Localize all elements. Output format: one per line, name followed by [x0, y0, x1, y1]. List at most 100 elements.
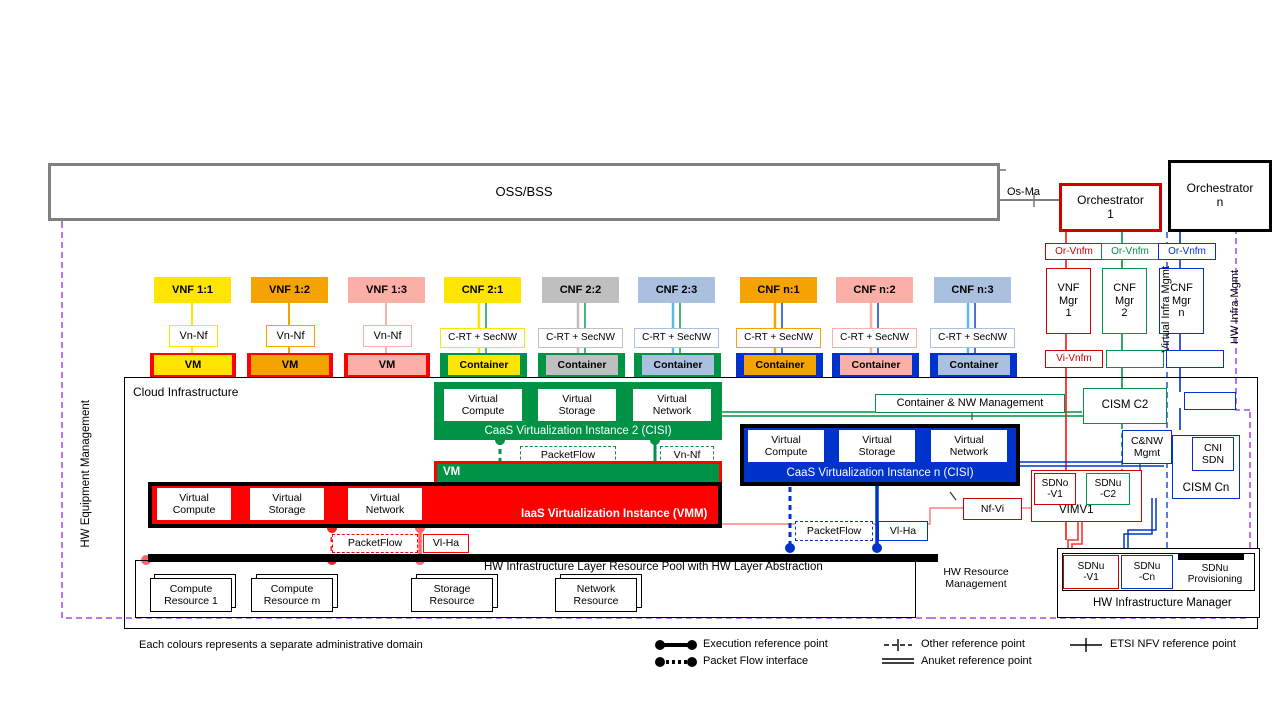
- vnf-1-1-box[interactable]: VNF 1:1: [154, 277, 231, 303]
- sdnu-v1-box[interactable]: SDNu -V1: [1063, 555, 1119, 589]
- vn-nf-rp-3[interactable]: Vn-Nf: [363, 325, 412, 347]
- network-resource-label: Network Resource: [573, 582, 619, 607]
- c-rt-secnw-rp-3[interactable]: C-RT + SecNW: [634, 328, 719, 348]
- container-5-box[interactable]: Container: [840, 355, 912, 375]
- cnf-n-2-box[interactable]: CNF n:2: [836, 277, 913, 303]
- vnf-1-3-box[interactable]: VNF 1:3: [348, 277, 425, 303]
- or-vnfm-rp-2[interactable]: Or-Vnfm: [1101, 243, 1159, 260]
- caas2-vnnf-rp[interactable]: Vn-Nf: [660, 446, 714, 465]
- container-3-box[interactable]: Container: [642, 355, 714, 375]
- cnf-2-2-label: CNF 2:2: [559, 283, 602, 296]
- caas-n-title-label: CaaS Virtualization Instance n (CISI): [786, 467, 974, 480]
- caas2-virtual-storage[interactable]: Virtual Storage: [537, 388, 617, 422]
- caasn-packetflow-rp[interactable]: PacketFlow: [795, 521, 873, 541]
- c-rt-secnw-rp-1[interactable]: C-RT + SecNW: [440, 328, 525, 348]
- sdnu-c2-label: SDNu -C2: [1094, 477, 1122, 501]
- caas2-virtual-network[interactable]: Virtual Network: [632, 388, 712, 422]
- compute-resource-m[interactable]: Compute Resource m: [251, 578, 333, 612]
- caasn-virtual-compute[interactable]: Virtual Compute: [747, 429, 825, 463]
- compute-resource-1[interactable]: Compute Resource 1: [150, 578, 232, 612]
- network-resource[interactable]: Network Resource: [555, 578, 637, 612]
- container-1-box[interactable]: Container: [448, 355, 520, 375]
- oss-bss-box[interactable]: OSS/BSS: [48, 163, 1000, 221]
- sdnu-c2-box[interactable]: SDNu -C2: [1086, 473, 1130, 505]
- caasn-virtual-storage[interactable]: Virtual Storage: [838, 429, 916, 463]
- caas2-vnnf-label: Vn-Nf: [673, 449, 701, 462]
- orchestrator-1-box[interactable]: Orchestrator 1: [1059, 183, 1162, 232]
- vnf-mgr-1-box[interactable]: VNF Mgr 1: [1046, 268, 1091, 334]
- storage-resource-label: Storage Resource: [429, 582, 475, 607]
- c-rt-secnw-rp-2[interactable]: C-RT + SecNW: [538, 328, 623, 348]
- cism-cn-label: CISM Cn: [1182, 481, 1230, 494]
- os-ma-label: Os-Ma: [1007, 186, 1040, 198]
- iaas-viha-label: Vl-Ha: [432, 537, 460, 550]
- cnw-mgmt-box[interactable]: C&NW Mgmt: [1122, 430, 1172, 464]
- or-vnfm-rp-3[interactable]: Or-Vnfm: [1158, 243, 1216, 260]
- iaas-virtual-network[interactable]: Virtual Network: [347, 487, 423, 521]
- caasn-viha-rp[interactable]: Vl-Ha: [878, 521, 928, 541]
- iaas-virtual-compute-label: Virtual Compute: [172, 491, 216, 516]
- vm-1-box[interactable]: VM: [154, 355, 232, 375]
- caasn-virtual-network[interactable]: Virtual Network: [930, 429, 1008, 463]
- c-rt-secnw-rp-6[interactable]: C-RT + SecNW: [930, 328, 1015, 348]
- sdno-v1-box[interactable]: SDNo -V1: [1034, 473, 1076, 505]
- iaas-packetflow-rp[interactable]: PacketFlow: [332, 534, 418, 553]
- nf-vi-rp[interactable]: Nf-Vi: [963, 498, 1022, 520]
- cnf-n-3-box[interactable]: CNF n:3: [934, 277, 1011, 303]
- container-4-box[interactable]: Container: [744, 355, 816, 375]
- c-rt-secnw-rp-5[interactable]: C-RT + SecNW: [832, 328, 917, 348]
- vm-3-label: VM: [378, 358, 396, 371]
- cnf-2-2-box[interactable]: CNF 2:2: [542, 277, 619, 303]
- caas2-packetflow-rp[interactable]: PacketFlow: [520, 446, 616, 465]
- cnf-n-1-label: CNF n:1: [757, 283, 800, 296]
- caas2-virtual-storage-label: Virtual Storage: [558, 392, 596, 417]
- caas2-packetflow-label: PacketFlow: [540, 449, 596, 462]
- caas-2-title-label: CaaS Virtualization Instance 2 (CISI): [484, 425, 672, 438]
- cnf-2-1-box[interactable]: CNF 2:1: [444, 277, 521, 303]
- vn-nf-rp-3-label: Vn-Nf: [373, 329, 402, 342]
- vm-3-box[interactable]: VM: [348, 355, 426, 375]
- sdno-v1-label: SDNo -V1: [1041, 477, 1069, 501]
- container-5-label: Container: [851, 358, 901, 371]
- cni-sdn-label: CNI SDN: [1201, 441, 1225, 466]
- cism-c2-box[interactable]: CISM C2: [1083, 388, 1167, 424]
- cnf-2-3-box[interactable]: CNF 2:3: [638, 277, 715, 303]
- vn-nf-rp-1[interactable]: Vn-Nf: [169, 325, 218, 347]
- iaas-viha-rp[interactable]: Vl-Ha: [423, 534, 469, 553]
- compute-resource-m-label: Compute Resource m: [263, 582, 321, 607]
- container-nw-management-rp[interactable]: Container & NW Management: [875, 394, 1065, 413]
- container-6-box[interactable]: Container: [938, 355, 1010, 375]
- vm-2-box[interactable]: VM: [251, 355, 329, 375]
- iaas-virtual-storage[interactable]: Virtual Storage: [249, 487, 325, 521]
- caas2-virtual-compute[interactable]: Virtual Compute: [443, 388, 523, 422]
- c-rt-secnw-rp-6-label: C-RT + SecNW: [938, 332, 1007, 344]
- cnf-mgr-2-box[interactable]: CNF Mgr 2: [1102, 268, 1147, 334]
- cnf-n-1-box[interactable]: CNF n:1: [740, 277, 817, 303]
- c-rt-secnw-rp-4[interactable]: C-RT + SecNW: [736, 328, 821, 348]
- vi-vnfm-rp[interactable]: Vi-Vnfm: [1045, 350, 1103, 368]
- hw-equipment-management-label: HW Equipment Management: [80, 400, 92, 548]
- or-vnfm-rp-1-label: Or-Vnfm: [1055, 245, 1093, 257]
- iaas-virtual-compute[interactable]: Virtual Compute: [156, 487, 232, 521]
- or-vnfm-rp-1[interactable]: Or-Vnfm: [1045, 243, 1103, 260]
- container-2-box[interactable]: Container: [546, 355, 618, 375]
- cni-sdn-box[interactable]: CNI SDN: [1192, 437, 1234, 471]
- cnf-mgr-n-rp-blue-empty[interactable]: [1184, 392, 1236, 410]
- hw-infra-mgmt-label: HW Infra Mgmt: [1229, 270, 1241, 344]
- storage-resource[interactable]: Storage Resource: [411, 578, 493, 612]
- vi-vnfm-rp-blue-empty[interactable]: [1166, 350, 1224, 368]
- legend-other-reference-point: Other reference point: [921, 638, 1025, 650]
- caasn-packetflow-label: PacketFlow: [806, 524, 862, 537]
- sdnu-provisioning-box[interactable]: SDNu Provisioning: [1176, 559, 1254, 589]
- cnf-mgr-n-box[interactable]: CNF Mgr n: [1159, 268, 1204, 334]
- nf-vi-rp-label: Nf-Vi: [980, 502, 1005, 515]
- orchestrator-n-box[interactable]: Orchestrator n: [1168, 160, 1272, 232]
- vnf-1-2-box[interactable]: VNF 1:2: [251, 277, 328, 303]
- vi-vnfm-rp-green-empty[interactable]: [1106, 350, 1164, 368]
- iaas-instance[interactable]: [148, 482, 722, 528]
- vn-nf-rp-2[interactable]: Vn-Nf: [266, 325, 315, 347]
- iaas-virtual-network-label: Virtual Network: [365, 491, 405, 516]
- cnf-n-2-label: CNF n:2: [853, 283, 896, 296]
- sdnu-cn-box[interactable]: SDNu -Cn: [1121, 555, 1173, 589]
- caas2-vm-strip[interactable]: [437, 464, 719, 482]
